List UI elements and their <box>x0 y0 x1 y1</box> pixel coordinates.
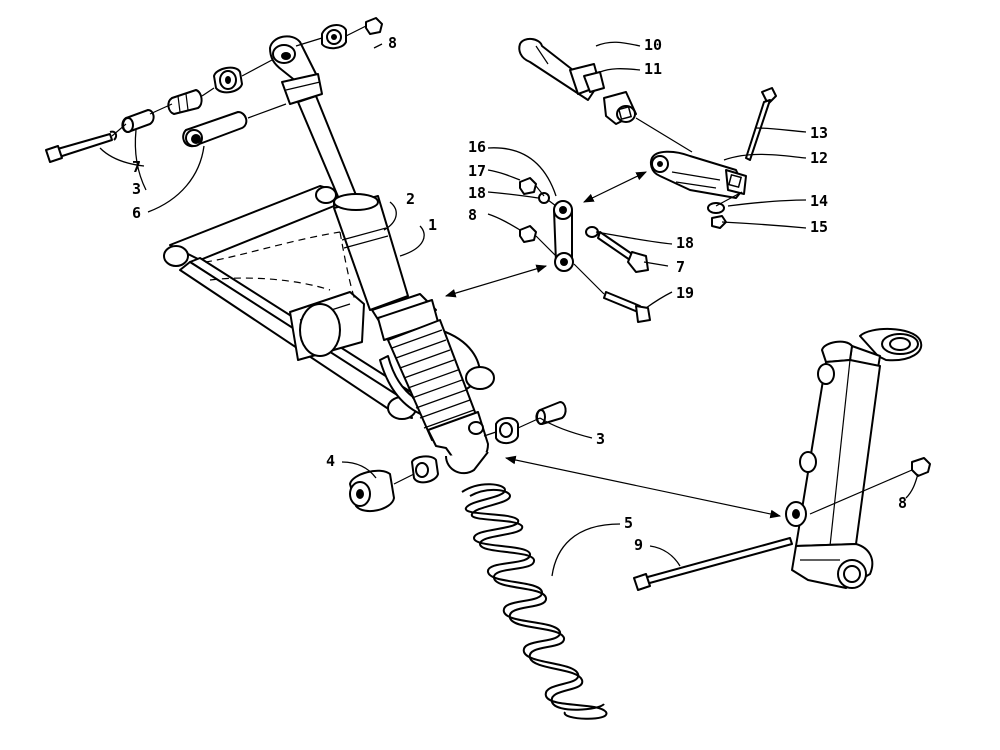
callout-15: 15 <box>810 218 828 236</box>
callout-5: 5 <box>624 514 633 532</box>
linkage-assembly <box>519 177 651 323</box>
callout-6: 6 <box>132 204 141 222</box>
shock-absorber <box>269 35 489 475</box>
spindle-leg <box>633 327 931 591</box>
callout-8-leg: 8 <box>898 494 907 512</box>
callout-3-lower: 3 <box>596 430 605 448</box>
callout-13: 13 <box>810 124 828 142</box>
callout-4: 4 <box>326 452 335 470</box>
callout-18-upper: 18 <box>468 184 486 202</box>
callout-12: 12 <box>810 149 828 167</box>
lower-mount-hardware <box>349 401 567 513</box>
assembly-arrows <box>444 171 782 519</box>
callout-3-upper: 3 <box>132 180 141 198</box>
upper-mount-hardware <box>45 17 383 163</box>
callout-1: 1 <box>428 216 437 234</box>
callout-10: 10 <box>644 36 662 54</box>
callout-8-link: 8 <box>468 206 477 224</box>
callout-2: 2 <box>406 190 415 208</box>
callout-7-link: 7 <box>676 258 685 276</box>
callout-14: 14 <box>810 192 828 210</box>
callout-9: 9 <box>634 536 643 554</box>
callout-18-lower: 18 <box>676 234 694 252</box>
callout-16: 16 <box>468 138 486 156</box>
callout-leaders <box>99 41 919 577</box>
callout-numbers: 8 10 11 13 12 14 15 16 17 18 8 18 7 19 2… <box>132 34 907 554</box>
callout-11: 11 <box>644 60 662 78</box>
callout-19: 19 <box>676 284 694 302</box>
adjuster-assembly <box>518 38 777 229</box>
callout-7-top: 7 <box>132 158 141 176</box>
callout-8-top: 8 <box>388 34 397 52</box>
coil-spring <box>461 483 608 720</box>
callout-17: 17 <box>468 162 486 180</box>
